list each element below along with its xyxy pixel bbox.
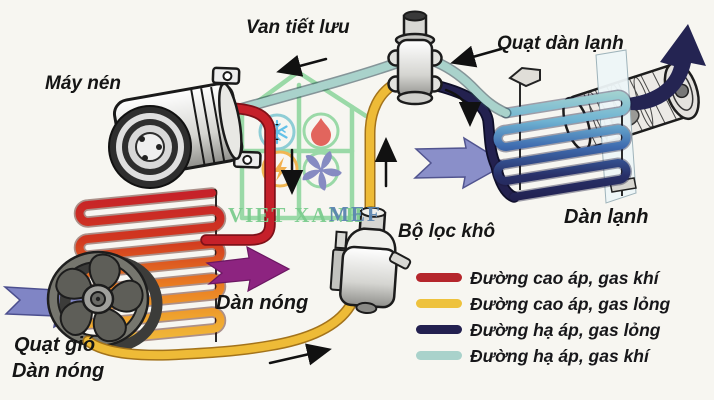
snowflake-icon (266, 119, 288, 145)
compressor-tab-top-hole (222, 71, 233, 82)
compressor-end-cap (218, 82, 243, 160)
label-condenser-fan-line2: Dàn nóng (12, 360, 104, 382)
big-flow-arrow (628, 24, 706, 111)
watermark-ring-flame (302, 112, 340, 150)
legend: Đường cao áp, gas khí Đường cao áp, gas … (416, 268, 671, 366)
compressor-ribs (190, 86, 226, 165)
label-expansion-valve: Van tiết lưu (246, 17, 350, 38)
valve-cap (403, 10, 427, 22)
legend-label-low-liquid: Đường hạ áp, gas lỏng (470, 320, 661, 340)
fan-icon (301, 151, 343, 192)
watermark-ring-snow (258, 113, 296, 151)
drier-fitting (334, 230, 348, 250)
arrow-suction-to-valve (450, 45, 503, 68)
label-receiver-drier: Bộ lọc khô (398, 221, 495, 242)
discharge-pipe (200, 102, 276, 246)
label-evaporator-fan: Quạt dàn lạnh (497, 33, 624, 54)
drier-neck-top (360, 206, 387, 218)
evaporator-bracket (508, 66, 541, 88)
flow-arrows (268, 45, 503, 366)
label-condenser-fan-line1: Quạt gió (14, 334, 95, 356)
drier-bottom-nub (355, 301, 378, 315)
legend-label-low-gas: Đường hạ áp, gas khí (470, 346, 651, 366)
legend-swatch-low-gas (416, 351, 462, 360)
pipe-evap-to-valve (432, 58, 510, 117)
pipe-high-pressure-gas (202, 104, 274, 244)
compressor-tab-bottom-hole (242, 154, 253, 165)
drier-nozzle (388, 251, 412, 270)
legend-label-high-liquid: Đường cao áp, gas lỏng (470, 294, 671, 314)
compressor-illustration (108, 66, 262, 189)
watermark-ring-bolt (261, 150, 299, 188)
arrow-liquid-right (268, 343, 332, 366)
drier-body (339, 245, 398, 309)
label-condenser: Dàn nóng (216, 292, 308, 314)
flame-icon (311, 118, 331, 146)
expansion-valve-illustration (387, 10, 443, 106)
valve-base (396, 90, 434, 106)
watermark-text-vietxanh: VIET XANH (228, 203, 364, 227)
fan-hub-dot (95, 296, 101, 302)
receiver-drier-illustration (329, 206, 412, 315)
label-compressor: Máy nén (45, 73, 121, 94)
evaporator-airflow-arrow (413, 136, 508, 190)
legend-swatch-low-liquid (416, 325, 462, 334)
pipe-low-pressure-liquid (426, 80, 518, 201)
legend-swatch-high-liquid (416, 299, 462, 308)
label-evaporator: Dàn lạnh (564, 206, 648, 228)
valve-body (396, 38, 434, 100)
arrow-into-evaporator (444, 88, 482, 127)
hot-air-arrow (205, 245, 291, 293)
watermark-text-mef: MEF (329, 202, 382, 226)
lightning-icon (273, 157, 287, 181)
legend-label-high-gas: Đường cao áp, gas khí (470, 268, 661, 288)
condenser-fan (46, 250, 163, 353)
evaporator-coil (424, 49, 637, 204)
pipe-condenser-to-drier (84, 302, 354, 360)
compressor-pulley (108, 105, 192, 189)
legend-swatch-high-gas (416, 273, 462, 282)
arrow-suction-left (276, 54, 328, 77)
evaporator-serpentine (493, 90, 631, 201)
